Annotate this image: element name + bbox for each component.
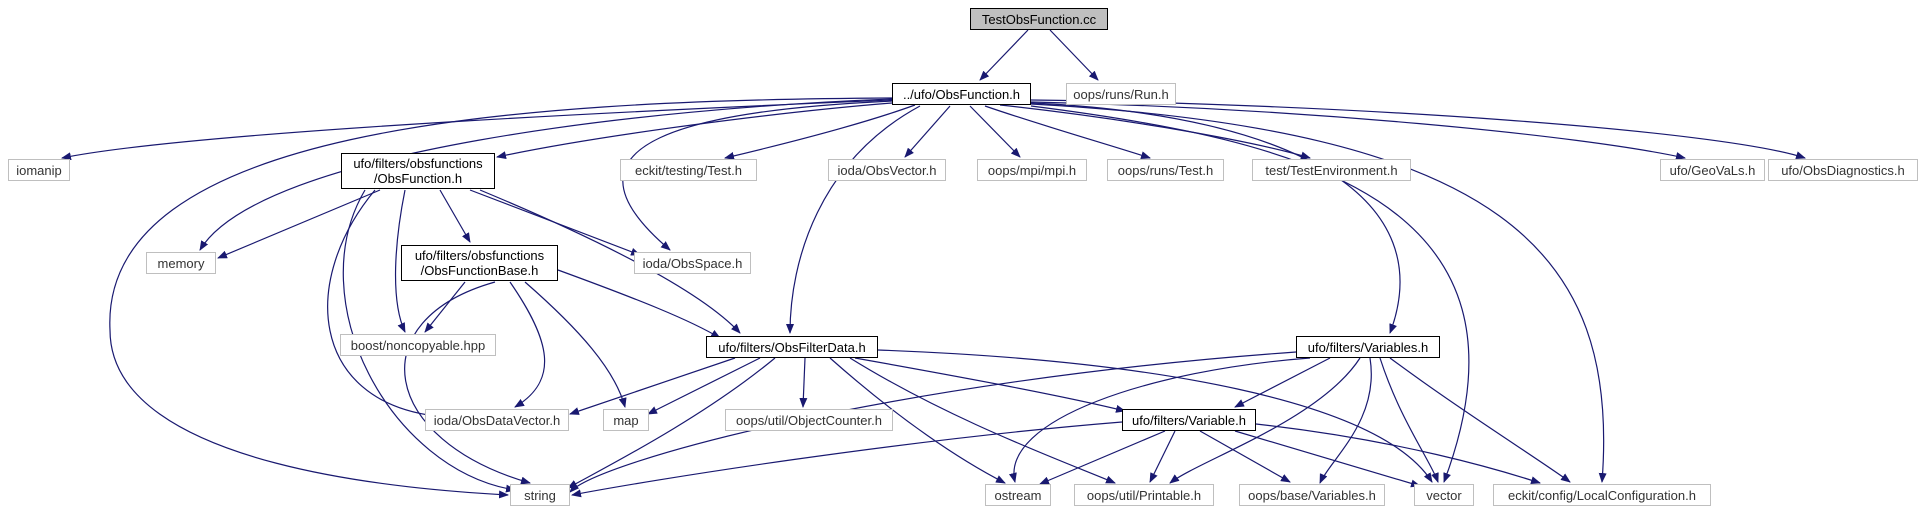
node-oops-base-variables-h[interactable]: oops/base/Variables.h — [1239, 484, 1385, 506]
node-string[interactable]: string — [510, 484, 570, 506]
edge-variable-to-printable — [1149, 430, 1176, 483]
edge-obs-function-base-to-boost — [424, 281, 466, 333]
node-map[interactable]: map — [603, 409, 649, 431]
edge-ufo-obs-function-to-eckit-testing-test — [724, 104, 916, 160]
edge-ufo-obs-function-to-geovals — [1030, 101, 1686, 160]
edge-ufo-obs-function-to-obs-diagnostics — [1030, 99, 1806, 159]
node-test-obs-function-cc[interactable]: TestObsFunction.cc — [970, 8, 1108, 30]
edge-obs-filter-data-to-map — [647, 357, 761, 415]
edge-variables-to-oops-base-variables — [1319, 357, 1372, 484]
node-obsfunctions-obs-function-base-h[interactable]: ufo/filters/obsfunctions /ObsFunctionBas… — [401, 245, 558, 281]
edge-variables-to-local-configuration — [1389, 357, 1571, 483]
edge-ufo-obs-function-to-oops-mpi — [969, 105, 1021, 158]
node-oops-mpi-mpi-h[interactable]: oops/mpi/mpi.h — [977, 159, 1087, 181]
node-ufo-filters-variable-h[interactable]: ufo/filters/Variable.h — [1122, 409, 1256, 431]
edge-ufo-obs-function-to-iomanip — [61, 99, 893, 161]
node-oops-runs-run-h[interactable]: oops/runs/Run.h — [1066, 83, 1176, 105]
node-ostream[interactable]: ostream — [985, 484, 1051, 506]
edge-ufo-obs-function-to-memory — [199, 98, 893, 251]
edge-ufo-obs-function-to-ioda-obs-vector — [904, 105, 951, 158]
edge-obs-filter-data-to-string — [567, 357, 776, 489]
edge-variables-to-ostream — [1009, 357, 1311, 483]
edge-obsfunction-to-memory — [217, 189, 381, 259]
node-memory[interactable]: memory — [146, 252, 216, 274]
edge-ufo-obs-function-to-vector — [1030, 105, 1470, 483]
node-ufo-filters-variables-h[interactable]: ufo/filters/Variables.h — [1296, 336, 1440, 358]
node-test-test-environment-h[interactable]: test/TestEnvironment.h — [1252, 159, 1411, 181]
edge-obs-filter-data-to-obs-data-vector — [569, 357, 736, 415]
node-iomanip[interactable]: iomanip — [8, 159, 70, 181]
node-ufo-obs-diagnostics-h[interactable]: ufo/ObsDiagnostics.h — [1768, 159, 1918, 181]
edge-variables-to-vector — [1379, 357, 1439, 483]
node-oops-util-object-counter-h[interactable]: oops/util/ObjectCounter.h — [725, 409, 893, 431]
edge-obs-filter-data-to-variable — [854, 357, 1126, 413]
edge-ufo-obs-function-to-string — [109, 97, 893, 499]
edge-ufo-obs-function-to-local-configuration — [1030, 103, 1607, 483]
node-ufo-geovals-h[interactable]: ufo/GeoVaLs.h — [1660, 159, 1765, 181]
node-ufo-obs-function-h[interactable]: ../ufo/ObsFunction.h — [892, 83, 1031, 105]
edge-ufo-obs-function-to-obs-filter-data — [786, 105, 921, 334]
edge-obs-filter-data-to-vector — [877, 349, 1433, 483]
edge-ufo-obs-function-to-obsfunctions-obs-function — [496, 102, 893, 160]
node-eckit-config-local-configuration-h[interactable]: eckit/config/LocalConfiguration.h — [1493, 484, 1711, 506]
edge-obs-function-base-to-obs-filter-data — [557, 269, 721, 339]
node-eckit-testing-test-h[interactable]: eckit/testing/Test.h — [620, 159, 757, 181]
edge-variables-to-printable — [1169, 357, 1361, 484]
edge-variable-to-ostream — [1039, 430, 1166, 485]
edge-variable-to-local-configuration — [1255, 423, 1541, 485]
node-oops-util-printable-h[interactable]: oops/util/Printable.h — [1074, 484, 1214, 506]
edge-root-to-run — [1049, 29, 1099, 81]
node-obsfunctions-obs-function-h[interactable]: ufo/filters/obsfunctions /ObsFunction.h — [341, 153, 495, 189]
node-oops-runs-test-h[interactable]: oops/runs/Test.h — [1107, 159, 1224, 181]
edge-obsfunction-to-obs-data-vector — [327, 189, 436, 419]
edge-variable-to-vector — [1234, 430, 1421, 488]
edge-obs-function-base-to-obs-data-vector — [509, 281, 546, 408]
edge-root-to-ufo-obs-function — [979, 29, 1029, 81]
edge-obsfunction-to-obs-function-base — [439, 189, 471, 243]
node-ioda-obs-data-vector-h[interactable]: ioda/ObsDataVector.h — [425, 409, 569, 431]
edge-obsfunction-to-boost — [394, 189, 406, 333]
edge-variable-to-string — [571, 421, 1123, 498]
node-ioda-obs-space-h[interactable]: ioda/ObsSpace.h — [634, 252, 751, 274]
node-boost-noncopyable-hpp[interactable]: boost/noncopyable.hpp — [340, 334, 496, 356]
edge-obs-function-base-to-string — [404, 281, 531, 485]
edge-obs-filter-data-to-object-counter — [799, 357, 808, 408]
edge-variable-to-oops-base-variables — [1199, 430, 1291, 483]
node-ufo-filters-obs-filter-data-h[interactable]: ufo/filters/ObsFilterData.h — [706, 336, 878, 358]
edge-ufo-obs-function-to-oops-runs-test — [984, 105, 1151, 160]
edge-obs-function-base-to-map — [524, 281, 627, 408]
edge-obs-filter-data-to-ostream — [829, 357, 1006, 484]
node-vector[interactable]: vector — [1414, 484, 1474, 506]
edge-obs-filter-data-to-printable — [849, 357, 1116, 484]
edge-variables-to-variable — [1234, 357, 1331, 408]
edge-obsfunction-to-string — [342, 189, 516, 493]
edge-ufo-obs-function-to-ioda-obs-space — [622, 100, 893, 251]
node-ioda-obs-vector-h[interactable]: ioda/ObsVector.h — [828, 159, 946, 181]
